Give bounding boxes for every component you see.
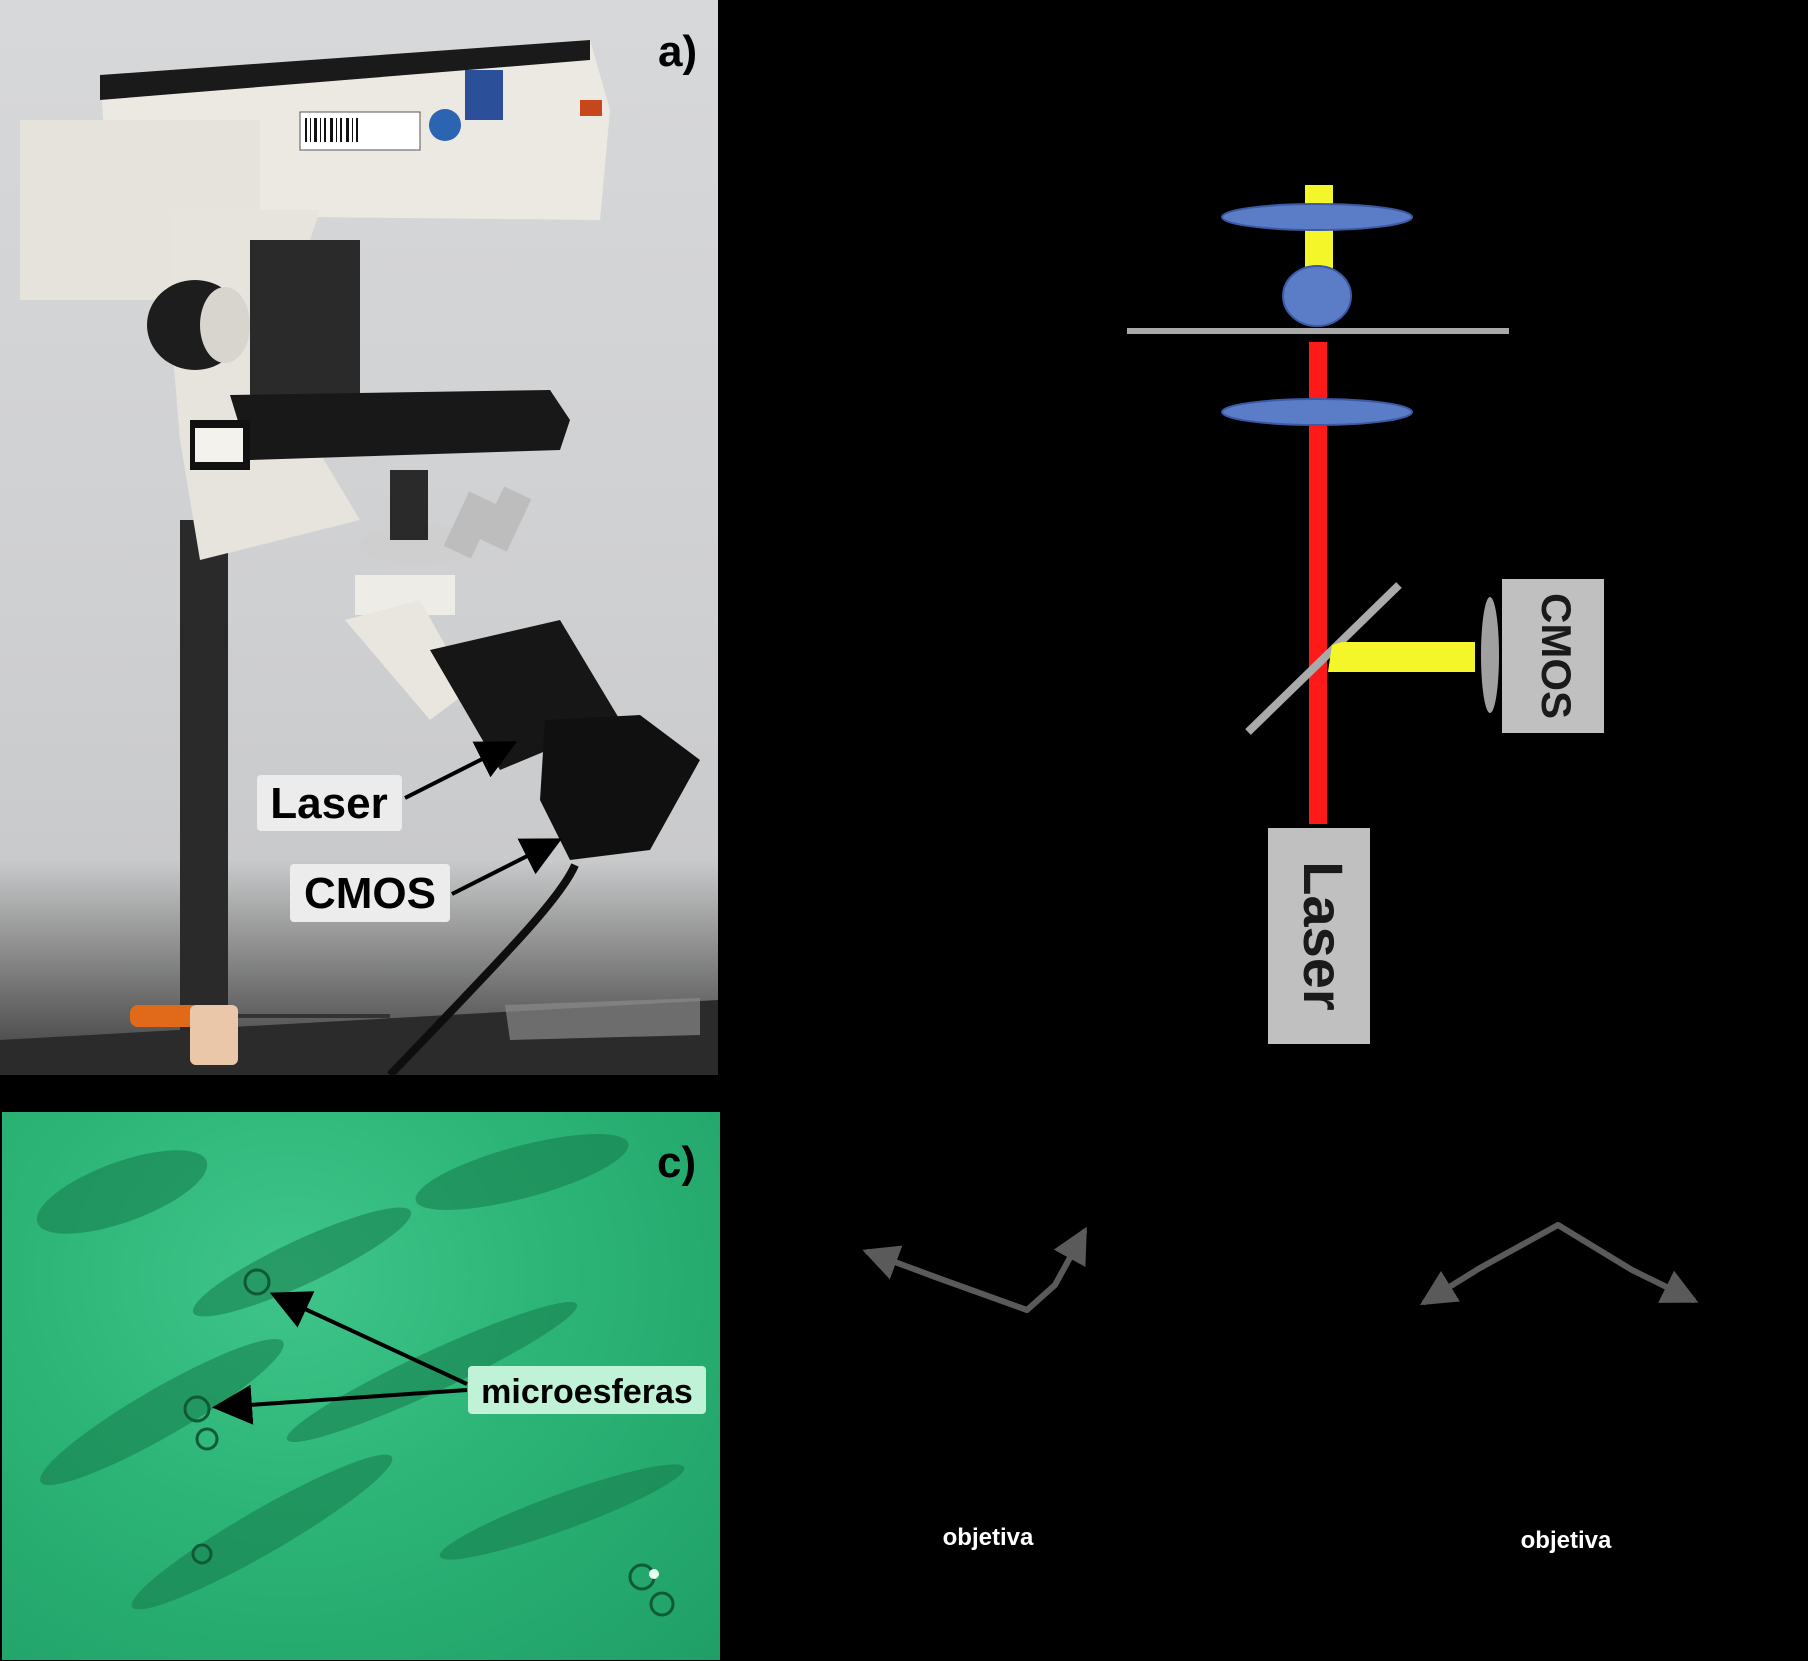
panel-b-schematic: CMOS Laser objetiva objetiva <box>720 0 1808 1661</box>
sphere-arrow-1 <box>277 1296 467 1384</box>
cmos-label: CMOS <box>304 869 436 918</box>
panel-a-photo: a) Laser CMOS <box>0 0 718 1075</box>
arrow-group-right <box>1425 1225 1693 1302</box>
microscope-photo: a) Laser CMOS <box>0 0 718 1075</box>
screwdriver-handle <box>130 1005 200 1027</box>
optical-schematic: CMOS Laser objetiva objetiva <box>720 0 1808 1661</box>
arrow-group-left <box>868 1232 1084 1310</box>
imaging-beam-cmos <box>1328 642 1475 672</box>
cmos-box-label: CMOS <box>1533 593 1580 719</box>
cmos-camera <box>540 715 700 860</box>
microesferas-label: microesferas <box>481 1373 693 1411</box>
sample-sphere <box>1283 266 1351 326</box>
panel-letter-c: c) <box>657 1138 696 1187</box>
objective-lens <box>1222 399 1412 425</box>
laser-arrow <box>405 745 510 798</box>
camera-lens <box>1481 597 1499 713</box>
stage <box>230 390 570 460</box>
panel-c-microscope-image: c) microesferas <box>2 1112 720 1660</box>
laser-label: Laser <box>270 779 387 828</box>
objective-label-left: objetiva <box>943 1524 1034 1551</box>
microsphere-image: c) microesferas <box>2 1112 720 1660</box>
stand-pole <box>180 520 228 1075</box>
laser-box-label: Laser <box>1292 861 1355 1010</box>
cmos-arrow <box>452 842 555 894</box>
panel-letter-a: a) <box>658 27 697 76</box>
condenser-lens <box>1222 204 1412 230</box>
objective-label-right: objetiva <box>1521 1527 1612 1554</box>
sample-slide <box>1127 328 1509 334</box>
